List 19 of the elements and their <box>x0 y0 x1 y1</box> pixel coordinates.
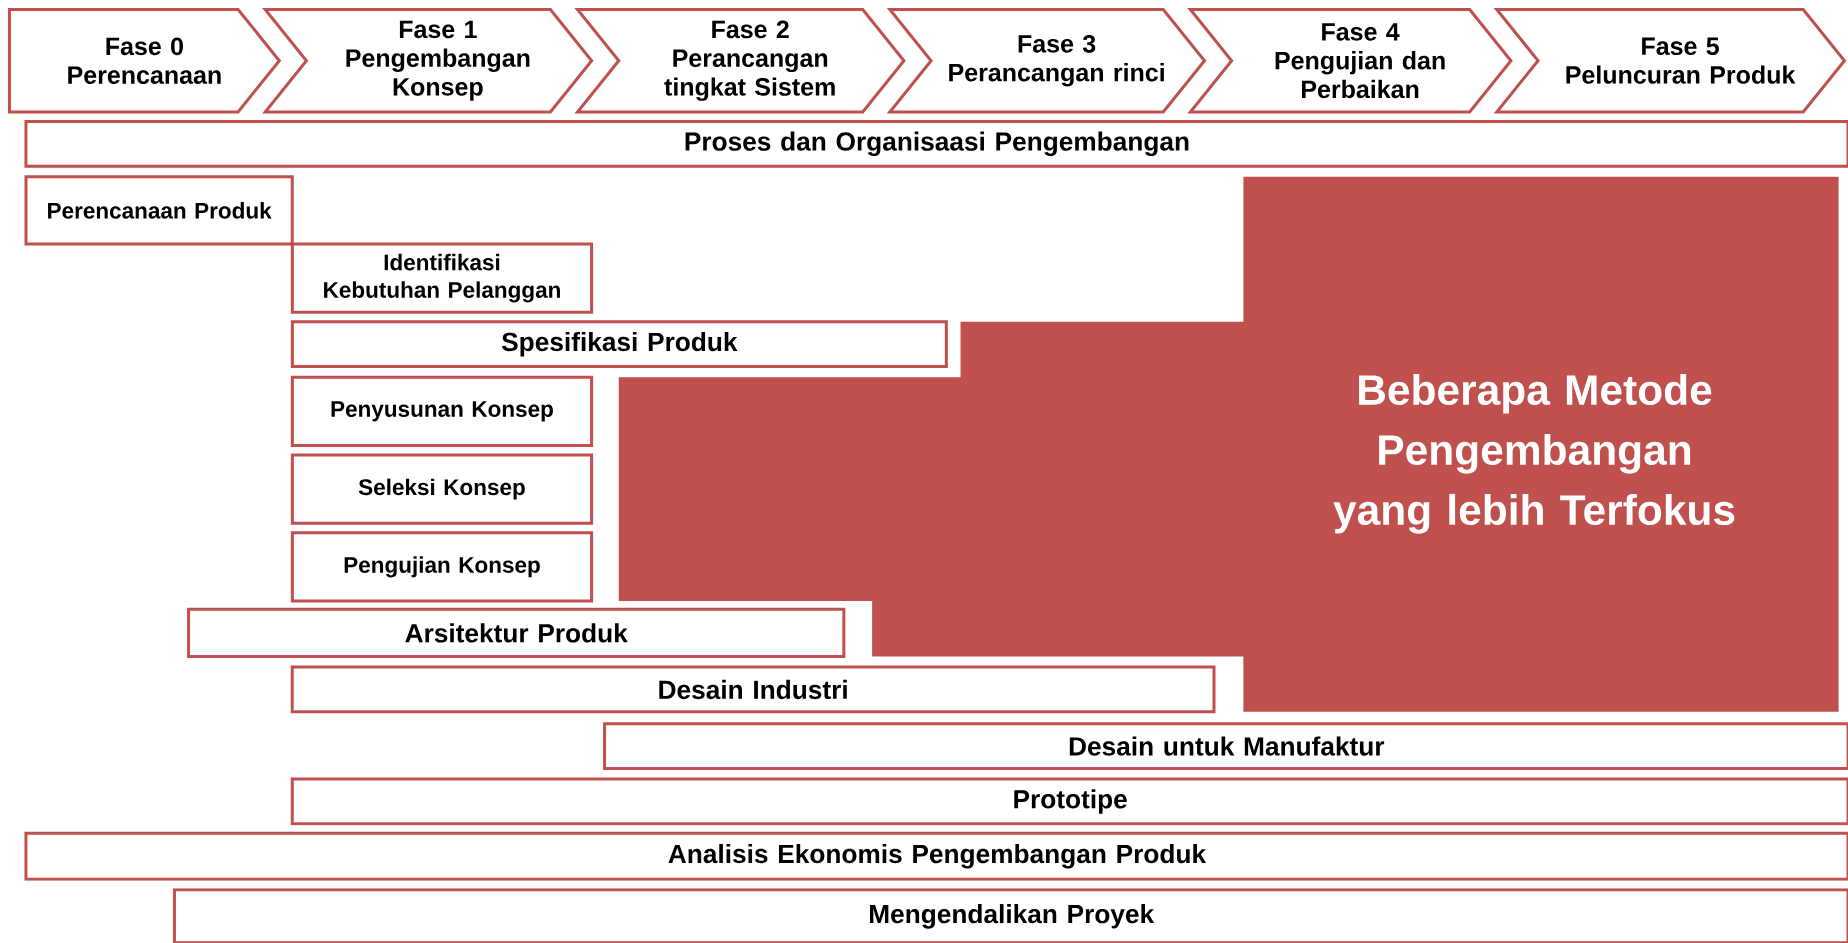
activity-bar: Penyusunan Konsep <box>290 375 594 447</box>
activity-bar: Seleksi Konsep <box>290 453 594 525</box>
activity-bar: Mengendalikan Proyek <box>172 888 1848 943</box>
activity-bar: Prototipe <box>290 777 1848 826</box>
activity-bar: Analisis Ekonomis Pengembangan Produk <box>24 831 1848 881</box>
phase-header: Fase 0 Perencanaan <box>7 7 282 114</box>
phase-header: Fase 2 Perancangan tingkat Sistem <box>574 7 906 114</box>
phase-header: Fase 1 Pengembangan Konsep <box>262 7 594 114</box>
phase-header: Fase 3 Perancangan rinci <box>886 7 1207 114</box>
activity-bar: Proses dan Organisaasi Pengembangan <box>24 119 1848 168</box>
activity-bar: Spesifikasi Produk <box>290 320 948 369</box>
activity-bar: Desain untuk Manufaktur <box>603 722 1848 770</box>
activity-bar: Pengujian Konsep <box>290 531 594 603</box>
activity-bar: Identifikasi Kebutuhan Pelanggan <box>290 242 594 314</box>
phase-header: Fase 5 Peluncuran Produk <box>1493 7 1847 114</box>
activity-bar: Perencanaan Produk <box>24 175 294 246</box>
activity-bar: Arsitektur Produk <box>187 607 846 659</box>
phase-header: Fase 4 Pengujian dan Perbaikan <box>1187 7 1513 114</box>
activity-bar: Desain Industri <box>290 665 1216 714</box>
